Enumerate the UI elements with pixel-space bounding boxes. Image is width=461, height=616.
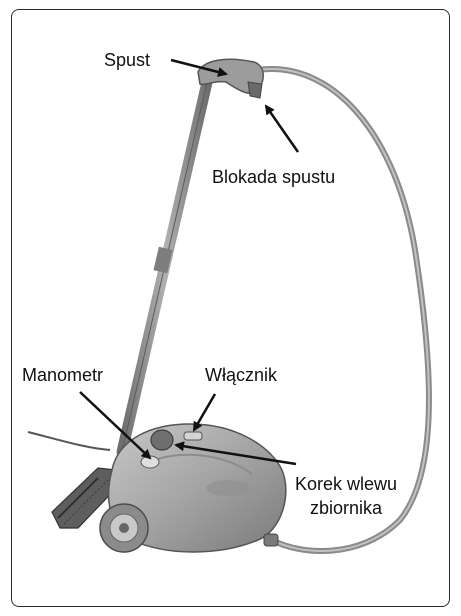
label-tank-cap-line1: Korek wlewu [272, 474, 420, 494]
trigger-lock-part [248, 82, 262, 98]
pole-joint [153, 247, 172, 274]
body-recess [206, 480, 250, 496]
power-switch [184, 432, 202, 440]
label-trigger: Spust [104, 50, 150, 70]
power-cable [28, 432, 110, 450]
label-pressure-gauge: Manometr [22, 365, 103, 385]
tank-cap [151, 430, 173, 450]
label-trigger-lock: Blokada spustu [212, 167, 335, 187]
label-power-switch: Włącznik [205, 365, 277, 385]
arrow-trigger-lock [266, 106, 298, 152]
label-tank-cap-line2: zbiornika [272, 498, 420, 518]
hose-connector [264, 534, 278, 546]
